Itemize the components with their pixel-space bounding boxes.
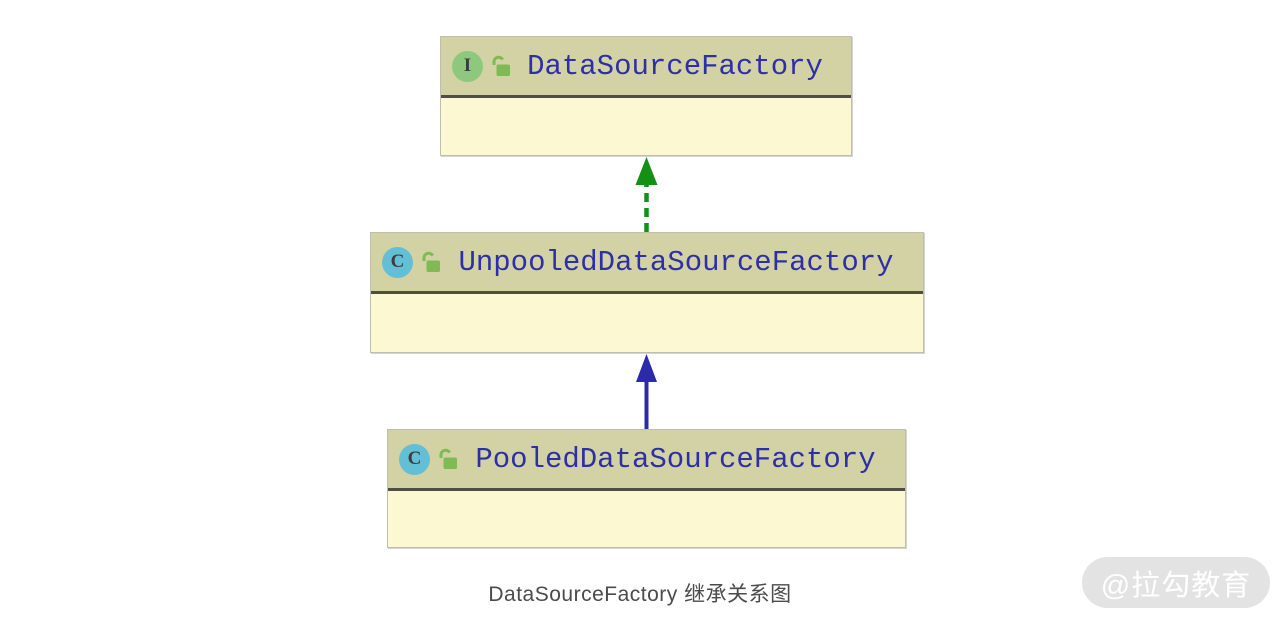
watermark-text: @拉勾教育 — [1100, 569, 1252, 602]
implements-arrow — [635, 157, 658, 232]
node-members-section — [371, 294, 923, 352]
open-padlock-icon — [492, 55, 510, 76]
class-badge-letter: C — [390, 251, 405, 272]
node-pooleddatasourcefactory[interactable]: C PooledDataSourceFactory — [387, 429, 906, 548]
node-title: PooledDataSourceFactory — [475, 442, 876, 476]
class-badge-letter: C — [407, 448, 422, 469]
node-title: DataSourceFactory — [527, 49, 823, 83]
class-badge-icon: C — [399, 443, 430, 475]
node-members-section — [441, 98, 851, 155]
node-header: I DataSourceFactory — [441, 37, 851, 98]
node-members-section — [388, 491, 905, 547]
node-datasourcefactory[interactable]: I DataSourceFactory — [440, 36, 852, 156]
node-header: C PooledDataSourceFactory — [388, 430, 905, 491]
diagram-caption: DataSourceFactory 继承关系图 — [488, 583, 792, 606]
node-unpooleddatasourcefactory[interactable]: C UnpooledDataSourceFactory — [370, 232, 924, 353]
watermark-badge: @拉勾教育 — [1082, 557, 1270, 608]
node-title: UnpooledDataSourceFactory — [458, 245, 894, 279]
open-padlock-icon — [422, 251, 440, 272]
interface-badge-letter: I — [463, 55, 472, 76]
open-padlock-icon — [439, 448, 457, 469]
node-header: C UnpooledDataSourceFactory — [371, 233, 923, 294]
interface-badge-icon: I — [452, 50, 483, 82]
extends-arrow — [636, 354, 657, 429]
class-badge-icon: C — [382, 246, 413, 278]
